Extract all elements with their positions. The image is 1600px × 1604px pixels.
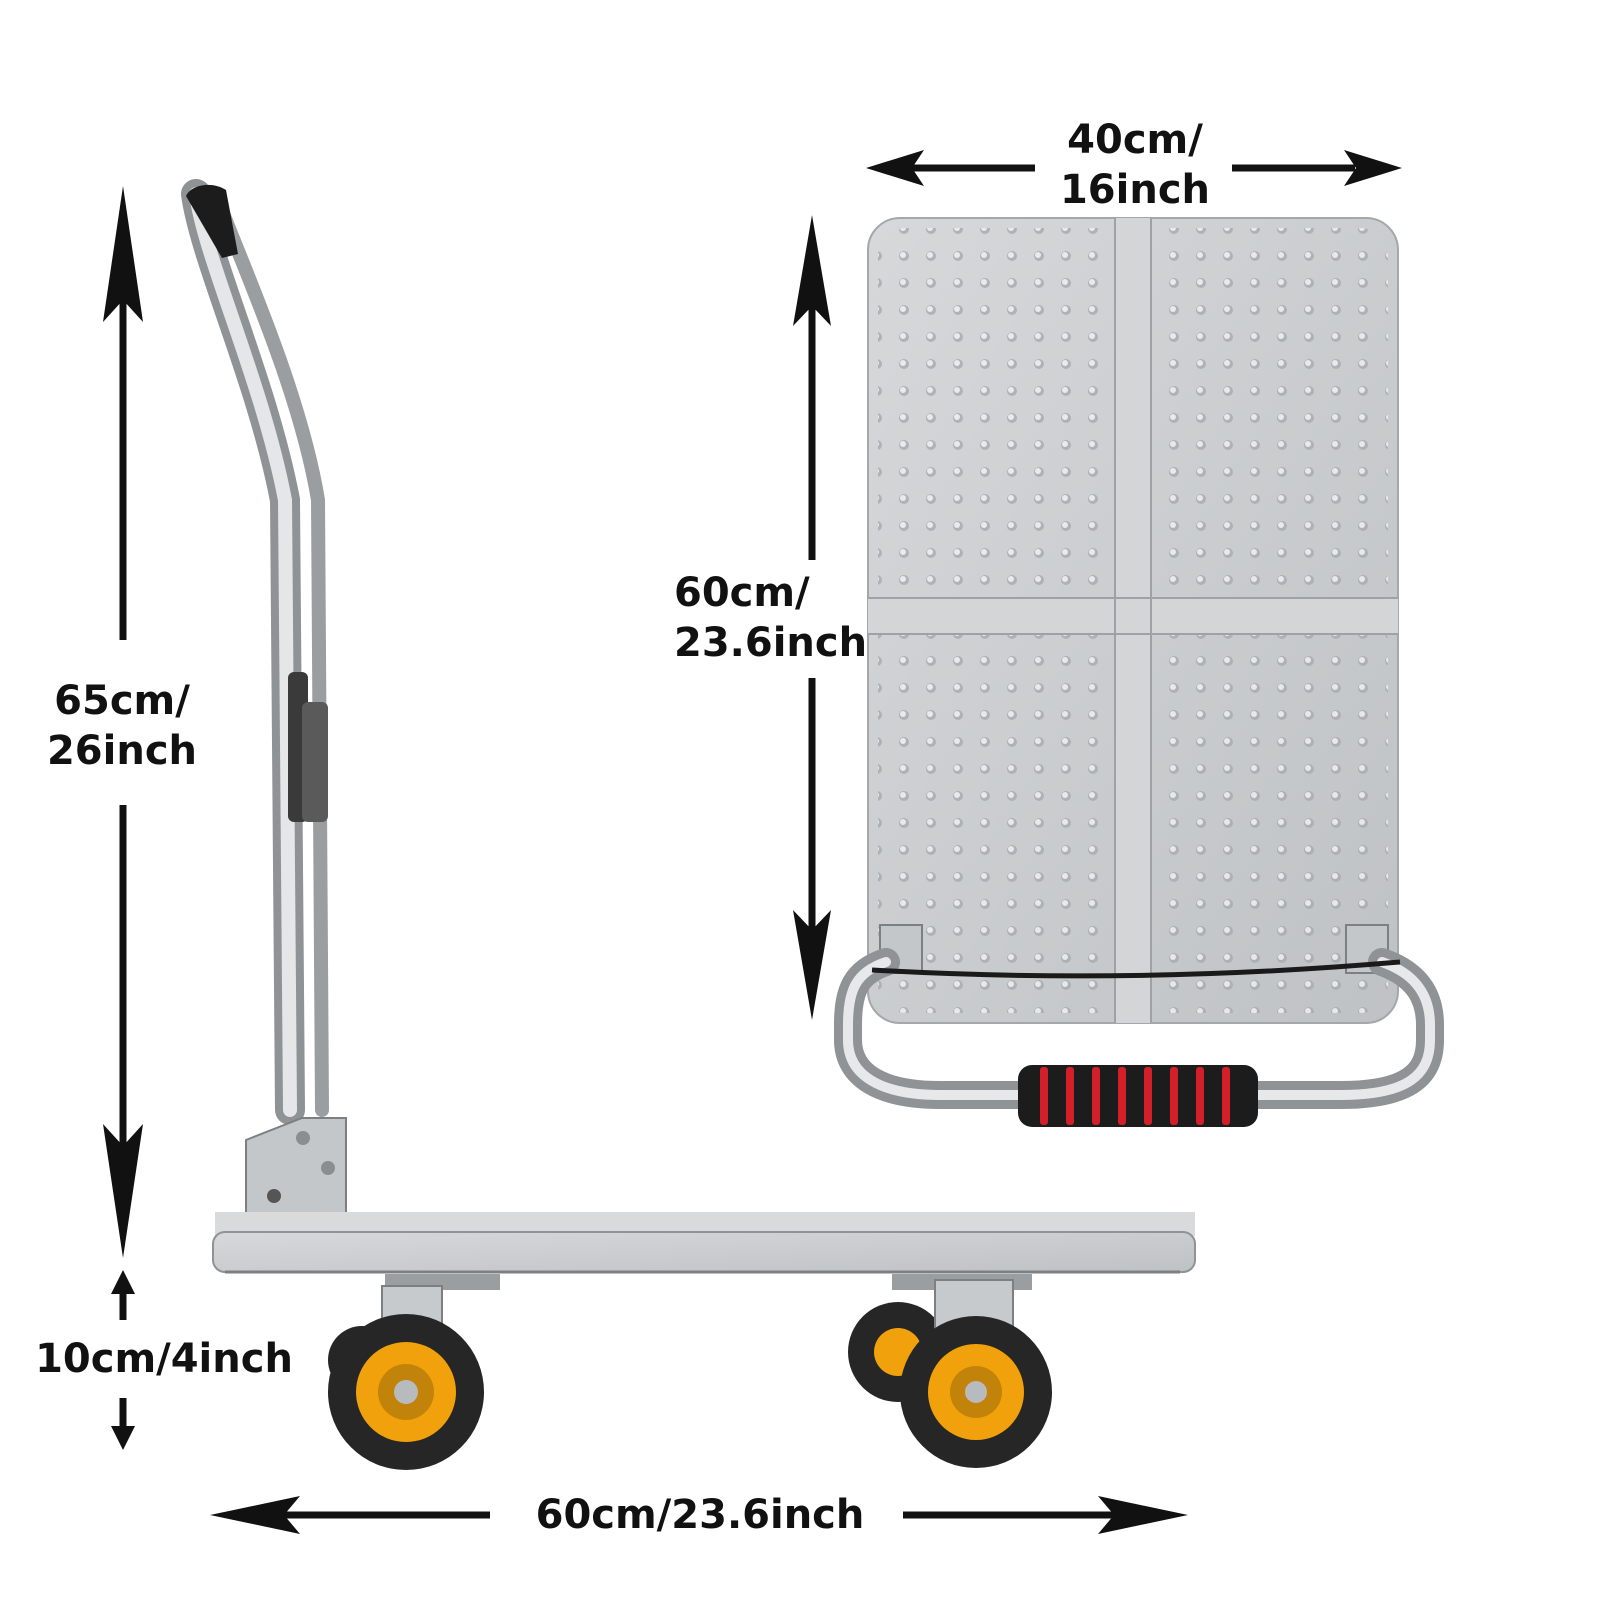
handle-grip-top bbox=[186, 184, 238, 258]
side-view-platform bbox=[212, 1212, 1196, 1274]
top-view-platform bbox=[867, 217, 1399, 1024]
bungee-strap bbox=[871, 959, 1401, 979]
arrowhead-left bbox=[866, 150, 924, 186]
top-view-handle bbox=[834, 948, 1444, 1127]
arrowhead-up bbox=[103, 186, 143, 322]
side-view-caster-right bbox=[848, 1274, 1052, 1468]
arrowhead-left bbox=[210, 1496, 300, 1534]
handle-height-line2: 26inch bbox=[46, 728, 198, 774]
platform-length-top-line1: 60cm/ bbox=[674, 570, 810, 616]
arrowhead-right bbox=[1344, 150, 1402, 186]
arrowhead-down bbox=[103, 1124, 143, 1258]
side-view-caster-left bbox=[328, 1274, 500, 1470]
platform-length-side-label: 60cm/23.6inch bbox=[535, 1492, 865, 1538]
platform-width-label: 40cm/ 16inch bbox=[1055, 115, 1215, 215]
arrowhead-right bbox=[1098, 1496, 1188, 1534]
platform-width-line1: 40cm/ bbox=[1067, 117, 1203, 163]
platform-width-line2: 16inch bbox=[1059, 167, 1211, 213]
wheel-height-label: 10cm/4inch bbox=[35, 1336, 293, 1382]
dimension-arrows bbox=[103, 150, 1402, 1534]
arrowhead-up bbox=[111, 1270, 135, 1294]
handle-height-label: 65cm/ 26inch bbox=[42, 676, 202, 776]
platform-length-top-label: 60cm/ 23.6inch bbox=[674, 568, 870, 668]
arrowhead-up bbox=[793, 215, 831, 326]
side-view-hinge-bracket bbox=[245, 1117, 347, 1223]
arrowhead-down bbox=[793, 910, 831, 1020]
handle-height-line1: 65cm/ bbox=[54, 678, 190, 724]
arrowhead-down bbox=[111, 1426, 135, 1450]
side-view-handle bbox=[181, 179, 329, 1125]
platform-length-top-line2: 23.6inch bbox=[674, 620, 868, 666]
